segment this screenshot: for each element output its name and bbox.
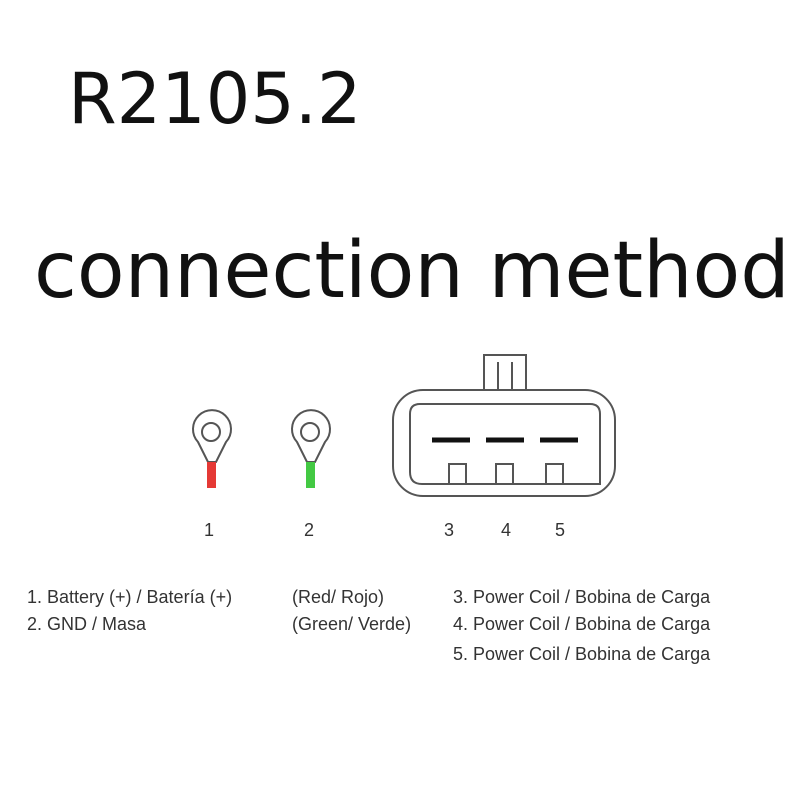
legend-green-color: (Green/ Verde) xyxy=(292,614,412,634)
connector-pin-4-number: 4 xyxy=(501,520,512,540)
connector-pin-3-number: 3 xyxy=(444,520,455,540)
connector-pin-5-number: 5 xyxy=(555,520,566,540)
legend-pin-4: 4. Power Coil / Bobina de Carga xyxy=(453,614,711,634)
legend-gnd: 2. GND / Masa xyxy=(27,614,147,634)
terminal-2-number: 2 xyxy=(304,520,315,540)
legend-battery: 1. Battery (+) / Batería (+) xyxy=(27,587,233,607)
three-pin-connector-icon xyxy=(392,354,616,497)
page-title: R2105.2 xyxy=(68,58,362,140)
ring-terminal-2-icon xyxy=(291,409,331,488)
terminal-1-number: 1 xyxy=(204,520,215,540)
legend-pin-5: 5. Power Coil / Bobina de Carga xyxy=(453,644,711,664)
legend-pin-3: 3. Power Coil / Bobina de Carga xyxy=(453,587,711,607)
page-subtitle: connection method xyxy=(34,226,790,316)
legend-red-color: (Red/ Rojo) xyxy=(292,587,385,607)
terminal-2-green-wire xyxy=(306,462,315,488)
terminal-1-red-wire xyxy=(207,462,216,488)
ring-terminal-1-icon xyxy=(192,409,232,488)
